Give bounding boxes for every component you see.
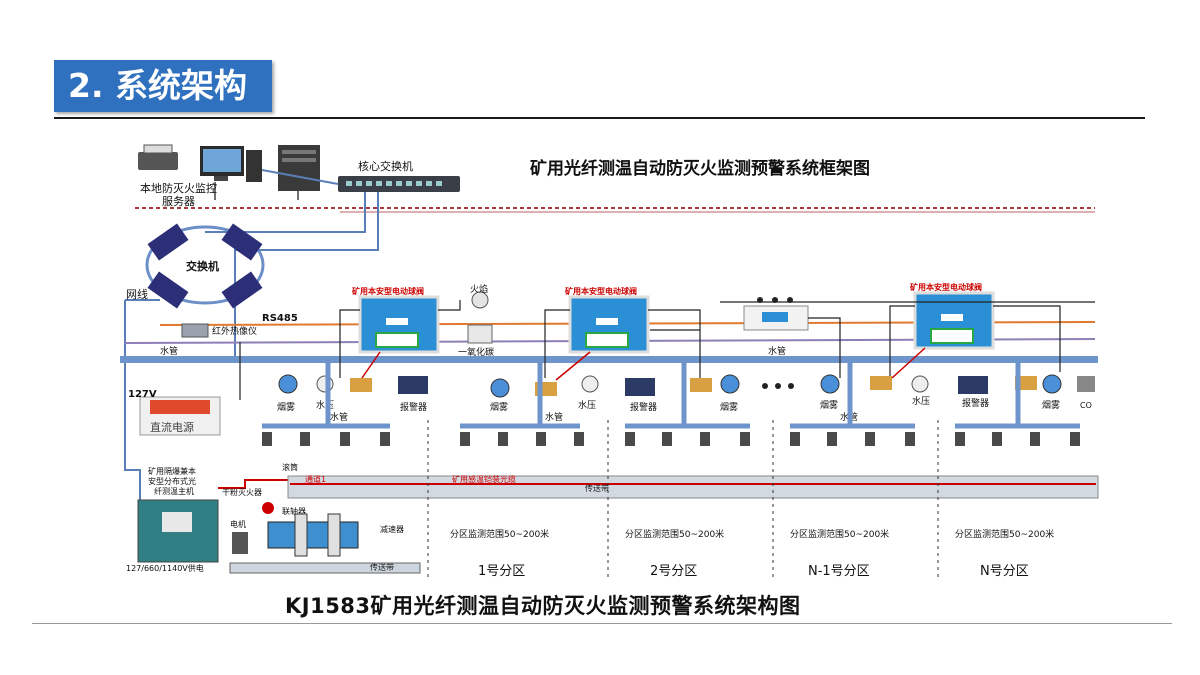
valve-box-2 (568, 295, 650, 354)
main-water-pipe (120, 356, 1098, 363)
red-arrows (361, 347, 926, 381)
zone-range-3: 分区监测范围50~200米 (790, 528, 889, 540)
server-label-2: 服务器 (162, 195, 195, 208)
zone-dividers (427, 420, 939, 580)
smoke-label-2: 烟雾 (490, 401, 508, 413)
rs485-label: RS485 (262, 313, 298, 324)
smoke-label-3: 烟雾 (720, 401, 738, 413)
water-pressure-label-4: 水压 (912, 395, 930, 407)
host-cable-link (218, 479, 290, 489)
cable-tube (287, 475, 1099, 499)
zone-name-3: N-1号分区 (808, 564, 870, 579)
zone-name-4: N号分区 (980, 564, 1029, 579)
ellipsis-dots-mid (762, 383, 794, 389)
conveyor-label: 传送带 (370, 562, 394, 572)
dry-powder-icon (262, 502, 274, 514)
host-display (162, 512, 192, 532)
alarm-label-2: 报警器 (630, 401, 657, 413)
channel-label: 通道1 (305, 474, 326, 484)
sensor-row (278, 374, 1095, 398)
local-server-group (138, 144, 320, 191)
core-switch-label: 核心交换机 (358, 159, 413, 173)
motor-label: 电机 (230, 519, 246, 529)
control-lines (214, 182, 299, 200)
core-switch-ports (346, 181, 442, 186)
valve-box-3 (743, 305, 809, 331)
smoke-label-5: 烟雾 (1042, 399, 1060, 411)
dry-powder-label: 干粉灭火器 (222, 487, 262, 497)
server-label-1: 本地防灭火监控 (140, 181, 217, 195)
flame-label: 火焰 (470, 283, 488, 295)
coupling-icon-1 (294, 513, 308, 557)
bottom-rule (32, 623, 1172, 624)
title-rule (54, 117, 1145, 119)
control-wires (239, 300, 1095, 400)
water-pressure-label-2: 水压 (578, 399, 596, 411)
diagram-caption: KJ1583矿用光纤测温自动防灭火监测预警系统架构图 (285, 594, 801, 618)
psu-voltage-label: 127V (128, 389, 157, 400)
ring-switches (145, 223, 265, 309)
coupling-icon-2 (327, 513, 341, 557)
belt-label: 传送带 (585, 483, 609, 493)
water-pipe-label-z1: 水管 (330, 411, 348, 423)
alarm-label-4: 报警器 (962, 397, 989, 409)
water-pressure-label-1: 水压 (316, 399, 334, 411)
roller-label: 滚筒 (282, 462, 298, 472)
reducer-icon (267, 521, 359, 549)
water-pipe-label-z2: 水管 (545, 411, 563, 423)
reducer-label: 减速器 (380, 524, 404, 534)
sprinkler-manifolds (262, 363, 1080, 429)
co-sensor-label: 一氧化碳 (458, 346, 494, 358)
water-pipe-label-right: 水管 (768, 345, 786, 357)
cable-label: 矿用感温铠装光缆 (452, 474, 516, 484)
power-supply-panel (150, 400, 210, 414)
lower-belt (229, 562, 421, 574)
network-line-label: 网线 (126, 287, 148, 301)
co-sensor-icon (467, 324, 493, 344)
valve-box-label-1: 矿用本安型电动球阀 (352, 286, 424, 296)
valve-box-label-4: 矿用本安型电动球阀 (910, 282, 982, 292)
zone-name-2: 2号分区 (650, 564, 697, 579)
co-label: CO (1080, 401, 1092, 410)
water-pipe-label-main: 水管 (160, 345, 178, 357)
valve-box-4 (913, 291, 995, 350)
sprinkler-heads (262, 432, 1080, 446)
psu-name-label: 直流电源 (150, 420, 194, 434)
alarm-label-1: 报警器 (400, 401, 427, 413)
motor-icon (232, 532, 248, 554)
host-label-3: 纤测温主机 (154, 486, 194, 496)
host-label-2: 安型分布式光 (148, 476, 196, 486)
valve-box-label-2: 矿用本安型电动球阀 (565, 286, 637, 296)
frame-title: 矿用光纤测温自动防灭火监测预警系统框架图 (530, 158, 870, 179)
smoke-label-4: 烟雾 (820, 399, 838, 411)
smoke-label-1: 烟雾 (277, 401, 295, 413)
zone-range-1: 分区监测范围50~200米 (450, 528, 549, 540)
zone-range-2: 分区监测范围50~200米 (625, 528, 724, 540)
ir-thermal-label: 红外热像仪 (212, 325, 257, 337)
flame-sensor-icon (471, 291, 489, 309)
slide-title: 2. 系统架构 (54, 60, 272, 112)
valve-box-1 (358, 295, 440, 354)
zone-range-4: 分区监测范围50~200米 (955, 528, 1054, 540)
coupling-label: 联轴器 (282, 506, 306, 516)
ring-switch-label: 交换机 (186, 259, 219, 273)
host-power-label: 127/660/1140V供电 (126, 563, 204, 573)
zone-name-1: 1号分区 (478, 564, 525, 579)
host-label-1: 矿用隔爆兼本 (148, 466, 196, 476)
ir-thermal-icon (181, 323, 209, 338)
